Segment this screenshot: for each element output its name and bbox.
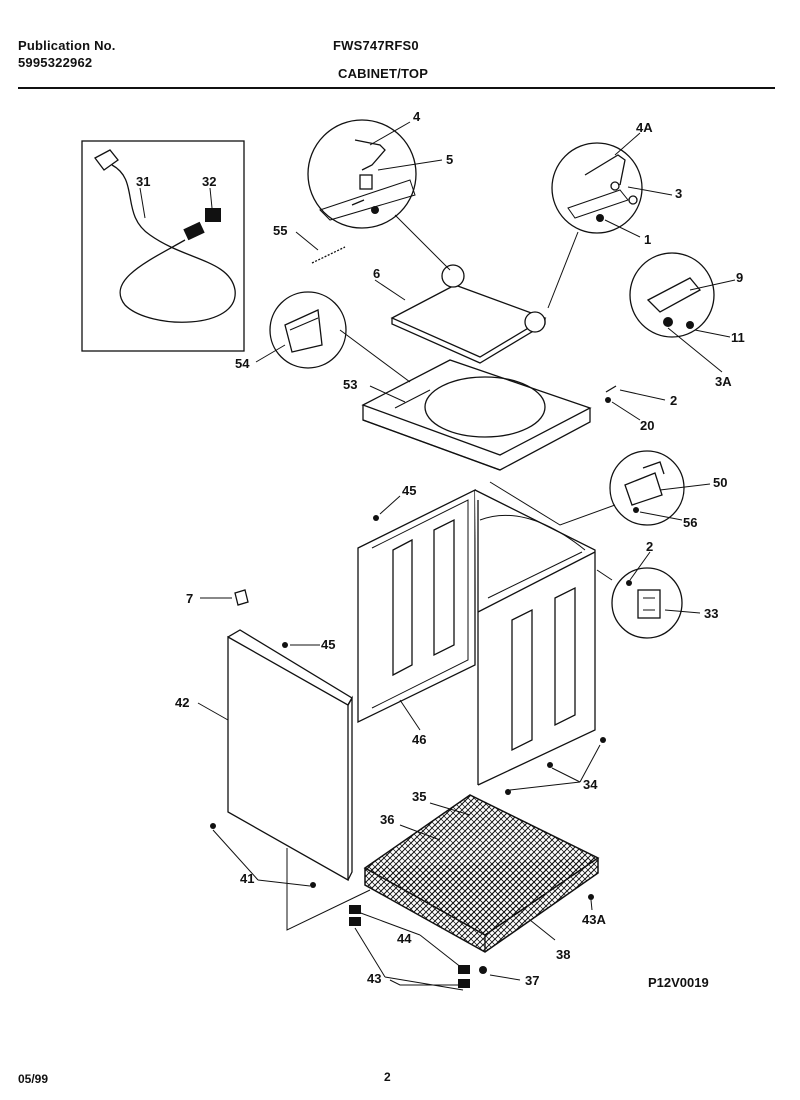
- callout-37: 37: [525, 973, 539, 988]
- callout-44: 44: [397, 931, 412, 946]
- callout-11: 11: [731, 330, 745, 345]
- callout-3a: 3A: [715, 374, 732, 389]
- power-cord-inset: [81, 140, 245, 352]
- section-title: CABINET/TOP: [338, 66, 429, 81]
- callout-4a: 4A: [636, 120, 653, 135]
- cabinet-panels-part: [357, 488, 596, 786]
- inset-door-lock: [596, 567, 683, 639]
- leader-lines: [139, 121, 736, 991]
- footer-page-number: 2: [384, 1070, 391, 1084]
- callout-43a: 43A: [582, 912, 606, 927]
- publication-number: 5995322962: [18, 55, 93, 70]
- model-number: FWS747RFS0: [333, 38, 419, 53]
- callout-2-lock: 2: [646, 539, 653, 554]
- callout-9: 9: [736, 270, 743, 285]
- inset-hinge-4-5: [307, 119, 417, 229]
- callout-33: 33: [704, 606, 718, 621]
- callout-5: 5: [446, 152, 453, 167]
- callout-7: 7: [186, 591, 193, 606]
- header-rule: [18, 87, 775, 89]
- leveling-feet-part: [349, 905, 470, 988]
- callout-6: 6: [373, 266, 380, 281]
- cabinet-top-part: [339, 329, 617, 471]
- callout-45-upper: 45: [402, 483, 416, 498]
- callout-38: 38: [556, 947, 570, 962]
- inset-hinge-4a-3-1: [551, 142, 643, 234]
- diagram-code: P12V0019: [648, 975, 709, 990]
- footer-date: 05/99: [18, 1072, 49, 1086]
- callout-2-top: 2: [670, 393, 677, 408]
- inset-bleach-dispenser: [269, 291, 347, 369]
- callout-1: 1: [644, 232, 651, 247]
- callout-34: 34: [583, 777, 598, 792]
- callout-45-lower: 45: [321, 637, 335, 652]
- publication-label: Publication No.: [18, 38, 116, 53]
- callout-55: 55: [273, 223, 287, 238]
- callout-56: 56: [683, 515, 697, 530]
- callout-20: 20: [640, 418, 654, 433]
- front-panel-part: [210, 589, 371, 931]
- callout-4: 4: [413, 109, 421, 124]
- cabinet-base-part: [363, 737, 606, 974]
- callout-31: 31: [136, 174, 150, 189]
- callout-43: 43: [367, 971, 381, 986]
- lid-part: [390, 214, 579, 364]
- callout-53: 53: [343, 377, 357, 392]
- callout-42: 42: [175, 695, 189, 710]
- callout-41: 41: [240, 871, 254, 886]
- callout-50: 50: [713, 475, 727, 490]
- inset-lid-switch: [629, 252, 715, 338]
- inset-control-bracket: [489, 450, 685, 526]
- callout-54: 54: [235, 356, 250, 371]
- spring-part: [311, 246, 346, 264]
- callout-32: 32: [202, 174, 216, 189]
- callout-46: 46: [412, 732, 426, 747]
- callout-3: 3: [675, 186, 682, 201]
- callout-labels: 4 5 4A 3 1 31 32 55 6 9 11 3A 54 53 2 20…: [136, 109, 745, 990]
- callout-36: 36: [380, 812, 394, 827]
- callout-35: 35: [412, 789, 426, 804]
